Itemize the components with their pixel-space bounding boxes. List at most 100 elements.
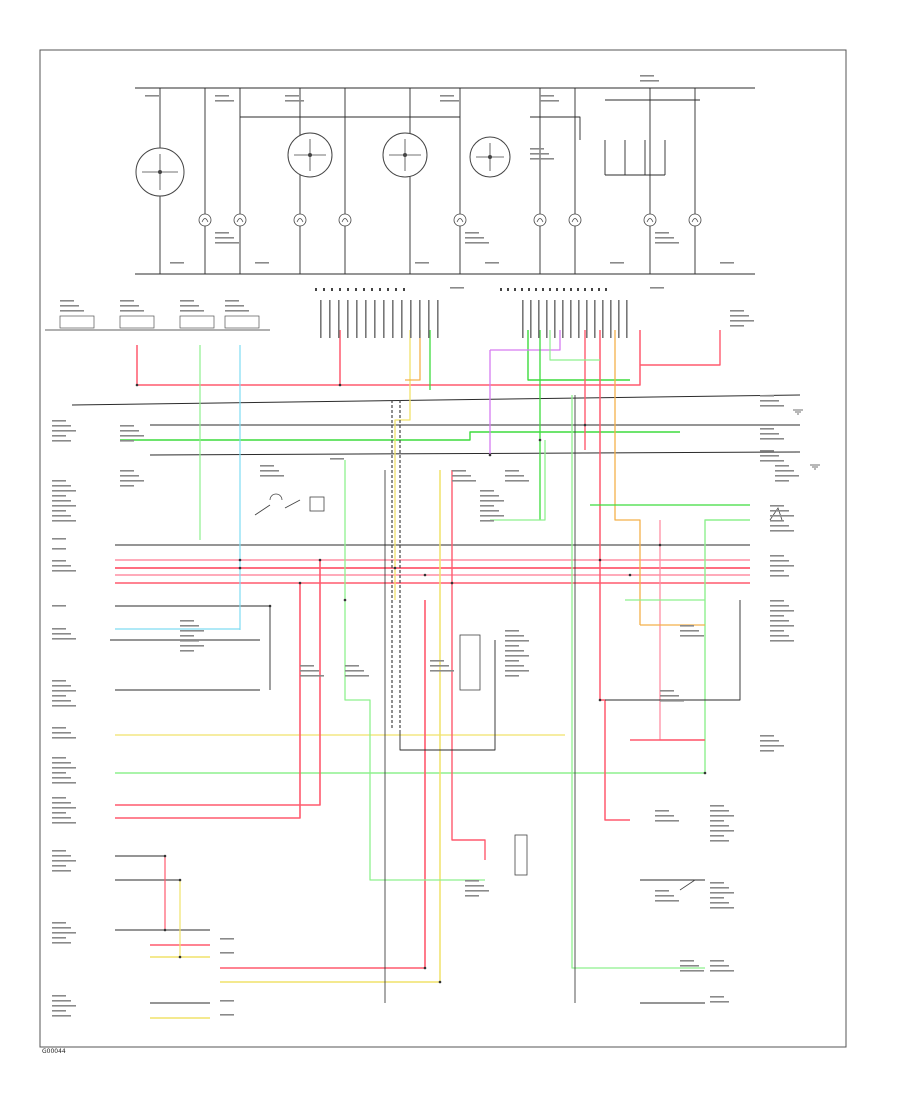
- component-label: [52, 737, 76, 739]
- component-label: [345, 665, 359, 667]
- component-label: [52, 822, 76, 824]
- component-label: [770, 615, 784, 617]
- connector-pin-c1: [379, 288, 381, 291]
- light-green-run: [549, 330, 600, 361]
- component-label: [52, 732, 71, 734]
- component-label: [760, 450, 774, 452]
- bus-label: [145, 95, 159, 97]
- component-label: [52, 782, 76, 784]
- component-label: [775, 480, 789, 482]
- orange-run: [405, 330, 421, 381]
- red-run: [115, 560, 321, 806]
- component-label: [770, 515, 794, 517]
- connector-wire-tag: [347, 300, 349, 338]
- component-label: [52, 762, 71, 764]
- component-label: [465, 880, 479, 882]
- ground-label: [610, 262, 624, 264]
- component-label: [52, 570, 76, 572]
- component-label: [52, 942, 71, 944]
- splice-point: [628, 573, 632, 577]
- component-label: [220, 1000, 234, 1002]
- component-label: [180, 625, 199, 627]
- component-label: [710, 830, 734, 832]
- connector-wire-tag: [522, 300, 524, 338]
- component-label: [730, 315, 749, 317]
- component-label: [452, 470, 466, 472]
- connector-wire-tag: [410, 300, 412, 338]
- figure-code: G00044: [42, 1048, 66, 1055]
- component-label: [52, 505, 76, 507]
- component-label: [770, 565, 794, 567]
- component-label: [52, 860, 76, 862]
- splice-point: [598, 698, 602, 702]
- component-label: [52, 628, 66, 630]
- connector-wire-tag: [546, 300, 548, 338]
- component-label: [52, 777, 71, 779]
- component-label: [710, 882, 724, 884]
- wire-layer: [45, 87, 801, 1019]
- component-label: [710, 1001, 729, 1003]
- splice-point: [163, 928, 167, 932]
- indicator-lamp-filament: [571, 218, 579, 223]
- bus-label: [640, 75, 654, 77]
- connector-pin-c1: [403, 288, 405, 291]
- connector-wire-tag: [618, 300, 620, 338]
- component-label: [480, 500, 504, 502]
- splice-point: [163, 854, 167, 858]
- connector-pin-c2: [570, 288, 572, 291]
- component-label: [52, 1000, 71, 1002]
- component-label: [260, 475, 284, 477]
- switch-label: [225, 310, 249, 312]
- connector-wire-tag: [356, 300, 358, 338]
- component-label: [770, 575, 789, 577]
- connector-pin-c2: [528, 288, 530, 291]
- component-label: [680, 960, 694, 962]
- component-label: [220, 952, 234, 954]
- component-label: [680, 635, 704, 637]
- component-label: [52, 817, 71, 819]
- switch-box: [119, 315, 155, 329]
- component-label: [710, 810, 729, 812]
- component-label: [52, 705, 76, 707]
- connector-wire-tag: [401, 300, 403, 338]
- indicator-lamp: [568, 213, 582, 227]
- connector-pin-c1: [355, 288, 357, 291]
- lamp-label: [215, 232, 229, 234]
- light-green-vert: [571, 395, 705, 969]
- component-label: [710, 996, 724, 998]
- connector-wire-tag: [578, 300, 580, 338]
- connector-pin-c1: [371, 288, 373, 291]
- orange-vert: [614, 330, 641, 625]
- component-label: [52, 767, 76, 769]
- bus-label: [540, 100, 559, 102]
- bus-label: [285, 100, 304, 102]
- indicator-lamp: [688, 213, 702, 227]
- connector-wire-tag: [530, 300, 532, 338]
- splice-point: [423, 573, 427, 577]
- connector-wire-tag: [428, 300, 430, 338]
- switch-label: [60, 305, 79, 307]
- violet-run: [490, 330, 561, 351]
- speed-sensor: [514, 834, 528, 876]
- bus-label: [540, 95, 554, 97]
- lamp-label: [655, 242, 679, 244]
- component-label: [52, 727, 66, 729]
- component-label: [710, 840, 729, 842]
- connector-pin-c2: [591, 288, 593, 291]
- component-label: [760, 740, 779, 742]
- component-label: [345, 670, 364, 672]
- green-run: [527, 330, 630, 381]
- component-label: [710, 887, 729, 889]
- indicator-lamp-filament: [341, 218, 349, 223]
- sensor-box: [459, 634, 481, 691]
- component-label: [710, 902, 729, 904]
- connector-pin-c2: [598, 288, 600, 291]
- component-label: [345, 675, 369, 677]
- connector-wire-tag: [570, 300, 572, 338]
- switch-arc: [269, 493, 283, 501]
- component-label: [52, 435, 66, 437]
- connector-pin-c2: [514, 288, 516, 291]
- component-label: [430, 665, 449, 667]
- component-label: [52, 932, 76, 934]
- component-label: [505, 660, 519, 662]
